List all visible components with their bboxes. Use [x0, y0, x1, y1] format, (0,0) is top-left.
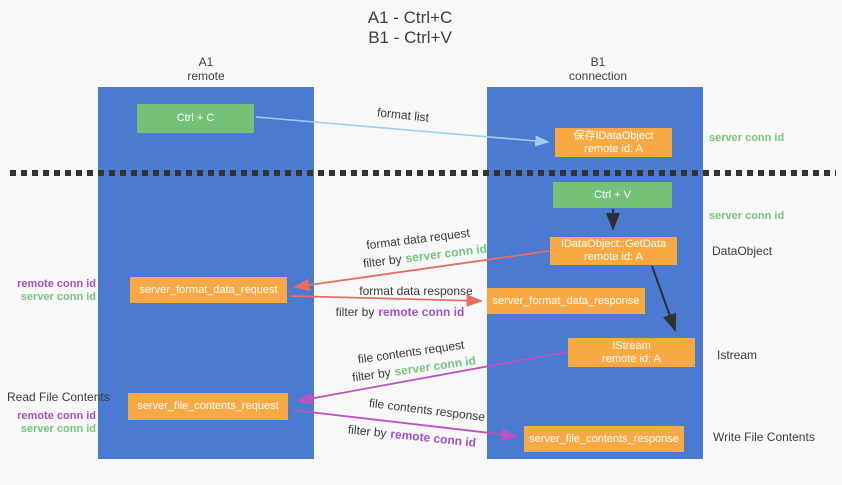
node-istream: IStream remote id: A: [568, 338, 695, 367]
node-server-file-contents-request: server_file_contents_request: [128, 393, 288, 420]
node-server-file-contents-response: server_file_contents_response: [524, 426, 684, 452]
node-server-file-contents-response-label: server_file_contents_response: [529, 432, 679, 445]
remote-conn-id-text: remote conn id: [389, 426, 477, 450]
title-line-2: B1 - Ctrl+V: [368, 28, 452, 47]
node-server-format-data-request: server_format_data_request: [130, 277, 287, 303]
column-a-name: A1: [198, 55, 214, 69]
annotation-conn-pair-format: remote conn id server conn id: [14, 278, 96, 303]
server-conn-id-annotation: server conn id: [20, 422, 96, 435]
remote-conn-id-annotation: remote conn id: [17, 410, 96, 422]
title-line-1: A1 - Ctrl+C: [367, 8, 453, 27]
column-a-header: A1 remote: [187, 55, 224, 83]
node-ctrl-v-label: Ctrl + V: [594, 188, 631, 201]
node-idataobject-getdata-line1: IDataObject::GetData: [560, 238, 667, 250]
annotation-read-file-contents: Read File Contents: [7, 390, 110, 404]
node-server-format-data-request-label: server_format_data_request: [139, 283, 278, 296]
filter-by-text: filter by: [351, 365, 392, 385]
annotation-server-conn-id-mid: server conn id: [709, 210, 785, 222]
annotation-write-file-contents: Write File Contents: [713, 430, 815, 444]
column-b-name: B1: [590, 55, 606, 69]
node-istream-line2: remote id: A: [602, 352, 661, 365]
column-b-subtitle: connection: [568, 69, 628, 83]
node-ctrl-c: Ctrl + C: [137, 104, 254, 133]
annotation-conn-pair-file: remote conn id server conn id: [14, 410, 96, 435]
diagram-title: A1 - Ctrl+C B1 - Ctrl+V: [368, 8, 453, 48]
remote-conn-id-annotation: remote conn id: [17, 278, 96, 290]
label-file-contents-response: file contents response: [368, 395, 486, 425]
annotation-server-conn-id-top: server conn id: [709, 132, 785, 144]
node-istream-line1: IStream: [612, 339, 651, 352]
server-conn-id-annotation: server conn id: [20, 290, 96, 303]
annotation-dataobject: DataObject: [712, 244, 773, 258]
annotation-istream: Istream: [717, 348, 758, 362]
node-server-file-contents-request-label: server_file_contents_request: [137, 400, 279, 412]
column-b-header: B1 connection: [569, 55, 627, 83]
label-format-data-response: format data response: [359, 284, 473, 298]
filter-by-text: filter by: [362, 251, 403, 271]
node-idataobject-getdata-line2: remote id: A: [584, 251, 643, 263]
node-ctrl-c-label: Ctrl + C: [176, 112, 215, 124]
node-server-format-data-response: server_format_data_response: [487, 288, 645, 314]
filter-by-text: filter by: [347, 422, 388, 441]
node-save-idataobject-line1: 保存IDataObject: [573, 129, 654, 142]
node-ctrl-v: Ctrl + V: [553, 182, 672, 208]
node-idataobject-getdata: IDataObject::GetData remote id: A: [550, 237, 677, 265]
node-server-format-data-response-label: server_format_data_response: [492, 294, 640, 307]
node-save-idataobject: 保存IDataObject remote id: A: [555, 128, 672, 157]
node-save-idataobject-line2: remote id: A: [584, 142, 643, 155]
session-divider-dotted-line: [10, 170, 836, 176]
label-format-list: format list: [376, 105, 430, 125]
column-a-subtitle: remote: [187, 69, 225, 83]
remote-conn-id-text: remote conn id: [378, 305, 465, 319]
filter-by-text: filter by: [335, 305, 375, 319]
